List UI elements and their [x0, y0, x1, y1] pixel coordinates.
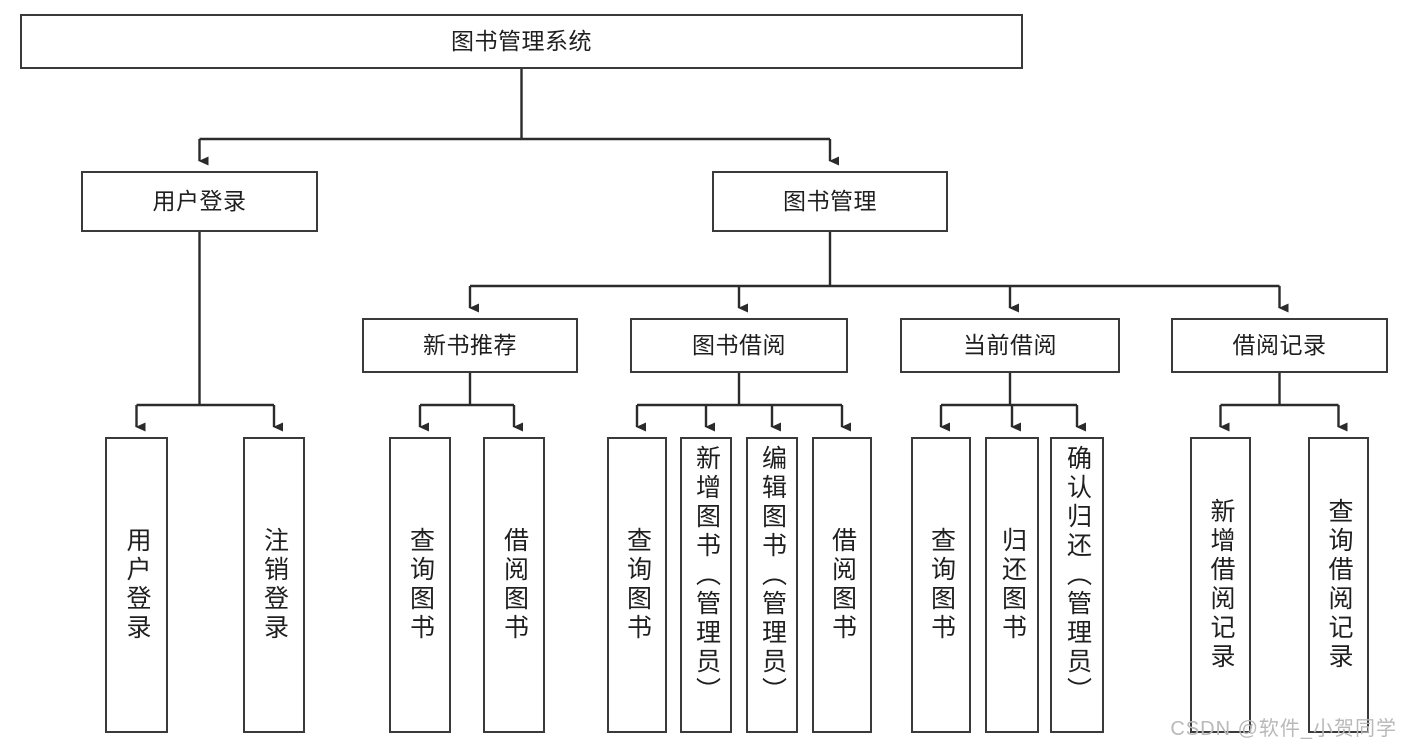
node-leaf-add-book[interactable]: 新增图书（管理员） [680, 437, 732, 733]
node-label: 新书推荐 [423, 332, 517, 359]
node-book-borrow[interactable]: 图书借阅 [630, 318, 848, 373]
node-label: 注销登录 [260, 527, 289, 643]
node-leaf-borrow-book-1[interactable]: 借阅图书 [483, 437, 545, 733]
node-label: 用户登录 [123, 527, 151, 643]
node-current-loan[interactable]: 当前借阅 [900, 318, 1120, 373]
node-leaf-query-book-1[interactable]: 查询图书 [389, 437, 451, 733]
node-leaf-edit-book[interactable]: 编辑图书（管理员） [746, 437, 798, 733]
node-leaf-user-logout[interactable]: 注销登录 [243, 437, 305, 733]
node-label: 查询借阅记录 [1325, 498, 1353, 672]
node-label: 图书管理系统 [451, 28, 592, 55]
node-label: 图书借阅 [692, 332, 786, 359]
node-leaf-query-book-2[interactable]: 查询图书 [607, 437, 667, 733]
node-root[interactable]: 图书管理系统 [20, 14, 1023, 69]
node-label: 查询图书 [927, 527, 956, 643]
node-label: 编辑图书（管理员） [758, 445, 787, 706]
node-leaf-query-record[interactable]: 查询借阅记录 [1308, 437, 1369, 733]
node-label: 当前借阅 [963, 332, 1057, 359]
node-label: 新增图书（管理员） [692, 445, 721, 706]
node-label: 借阅图书 [828, 527, 857, 643]
node-label: 归还图书 [998, 527, 1027, 643]
node-label: 查询图书 [623, 527, 652, 643]
node-label: 借阅记录 [1232, 332, 1327, 359]
node-label: 查询图书 [406, 527, 435, 643]
node-label: 确认归还（管理员） [1063, 445, 1092, 706]
watermark-label: CSDN @软件_小贺同学 [1170, 718, 1397, 740]
node-user-login[interactable]: 用户登录 [81, 171, 318, 232]
node-label: 图书管理 [783, 188, 877, 215]
node-label: 借阅图书 [500, 527, 529, 643]
node-leaf-borrow-book-2[interactable]: 借阅图书 [812, 437, 872, 733]
node-leaf-add-record[interactable]: 新增借阅记录 [1190, 437, 1251, 733]
node-book-mgmt[interactable]: 图书管理 [712, 171, 948, 232]
node-label: 用户登录 [152, 188, 247, 215]
node-leaf-query-book-3[interactable]: 查询图书 [911, 437, 971, 733]
node-loan-record[interactable]: 借阅记录 [1171, 318, 1388, 373]
node-leaf-confirm-return[interactable]: 确认归还（管理员） [1050, 437, 1104, 733]
node-leaf-return-book[interactable]: 归还图书 [985, 437, 1039, 733]
node-new-book-rec[interactable]: 新书推荐 [362, 318, 578, 373]
node-label: 新增借阅记录 [1207, 498, 1235, 672]
node-leaf-user-login[interactable]: 用户登录 [105, 437, 168, 733]
